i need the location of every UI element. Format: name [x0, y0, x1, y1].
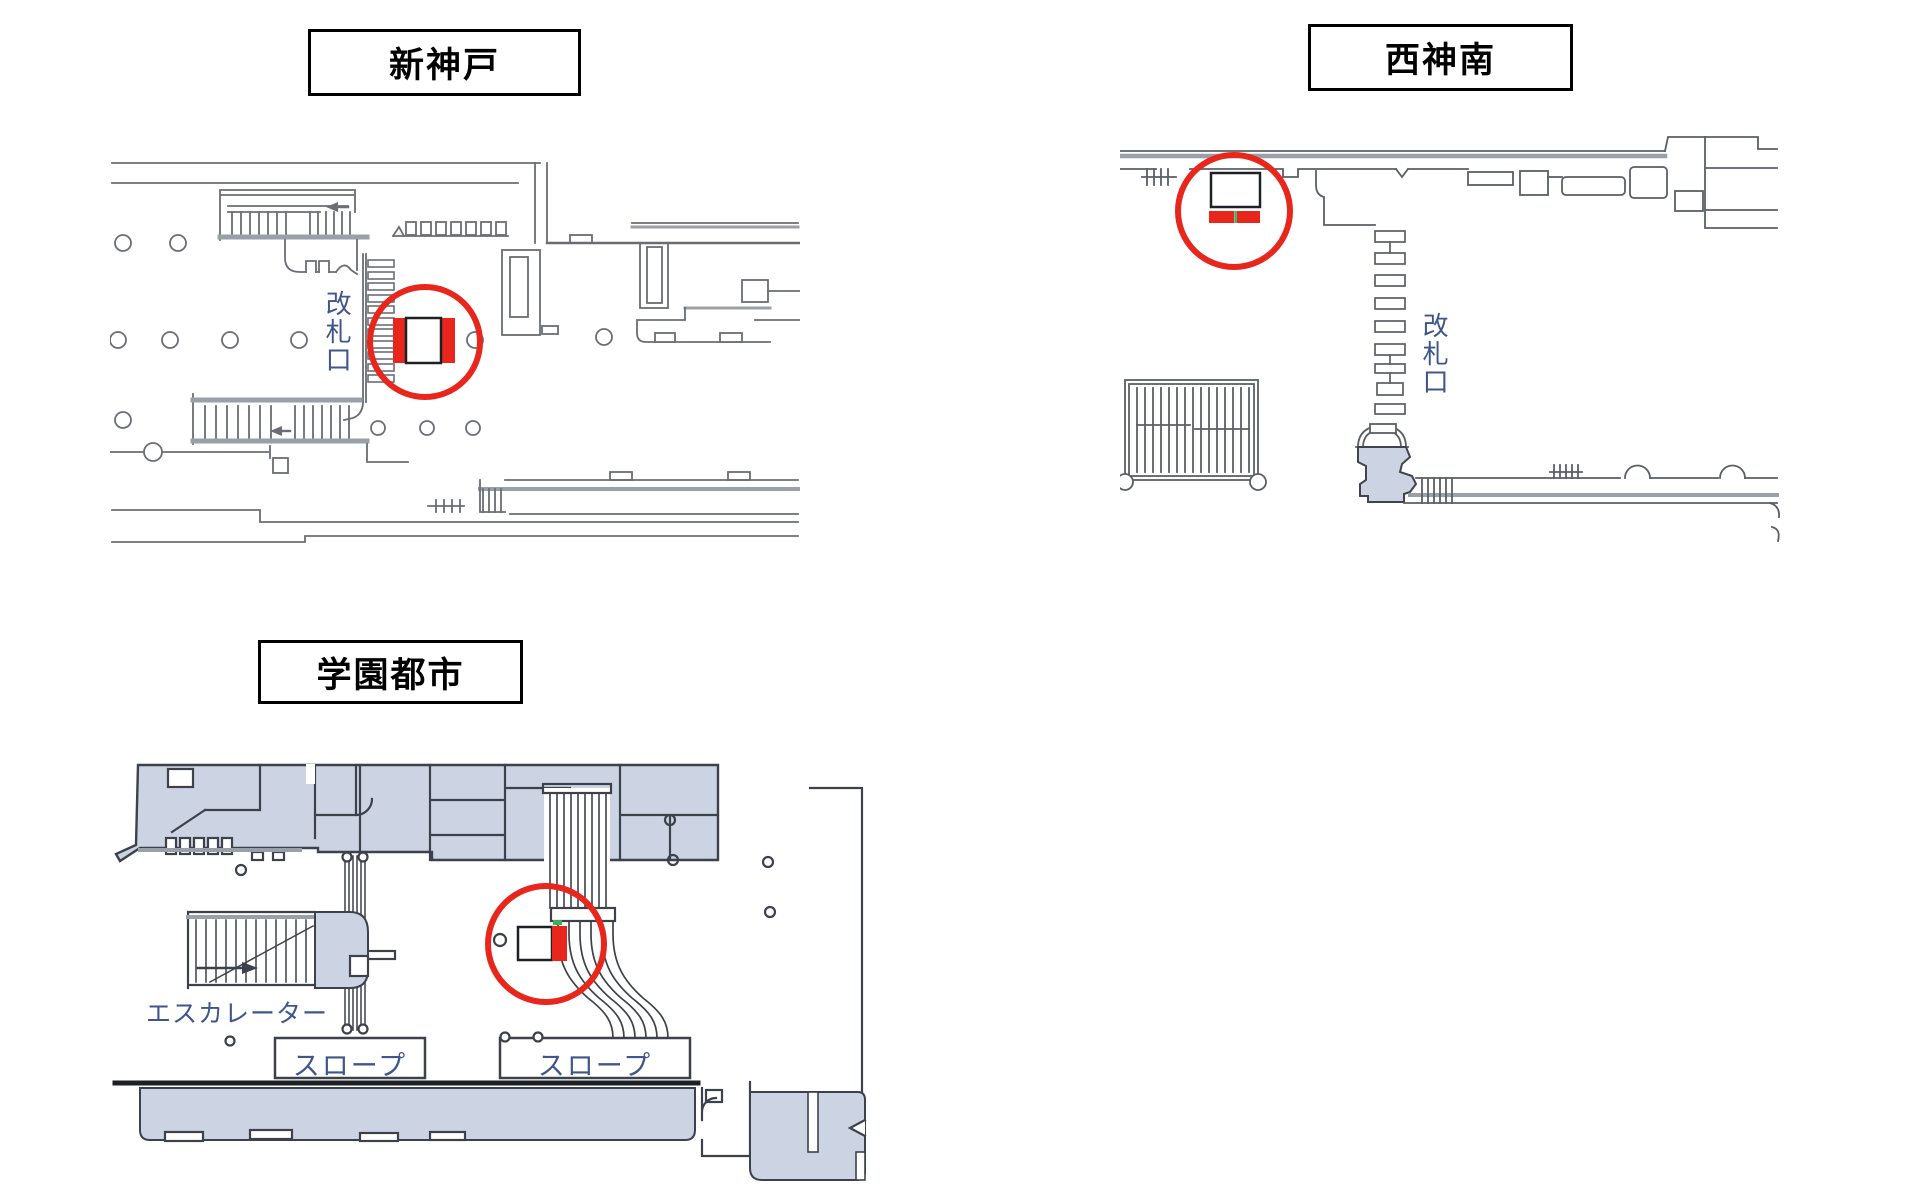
- lower-platform-left: [139, 1087, 696, 1141]
- ad-location-marker-seishin-minami: [1175, 152, 1293, 270]
- station-title-shin-kobe: 新神戸: [308, 29, 581, 96]
- slope-label-2: スロープ: [537, 1051, 653, 1081]
- slope-structure-1: [273, 1036, 427, 1080]
- sign-red-panel-left: [1209, 211, 1234, 223]
- floor-plan-seishin-minami: [1120, 136, 1780, 543]
- sign-left-red-bar: [393, 318, 406, 363]
- ad-location-marker-gakuen-toshi: [485, 883, 607, 1005]
- escalator-direction-arrow: [242, 962, 258, 974]
- station-title-gakuen-toshi: 学園都市: [258, 640, 523, 704]
- sign-red-bar: [552, 926, 567, 961]
- slope-structure-2: [498, 1036, 692, 1080]
- sign-red-panel-right: [1237, 211, 1260, 223]
- highlight-circle: [485, 883, 607, 1005]
- sign-board: [516, 925, 554, 962]
- sign-green-tick: [1234, 211, 1237, 223]
- gate-label-seishin-minami: 改札口: [1419, 312, 1450, 396]
- escalator-label: エスカレーター: [146, 1000, 329, 1028]
- gate-label-shin-kobe: 改札口: [322, 290, 353, 374]
- sign-board: [404, 316, 443, 365]
- upper-concourse-area: [114, 763, 720, 863]
- slope-label-1: スロープ: [292, 1051, 408, 1081]
- elevator-shape: [1357, 446, 1418, 503]
- highlight-circle: [367, 284, 483, 400]
- sign-right-red-bar: [441, 318, 455, 363]
- ad-location-marker-shin-kobe: [367, 284, 483, 400]
- sign-board: [1209, 171, 1262, 209]
- highlight-circle: [1175, 152, 1293, 270]
- floor-plan-shin-kobe: [110, 162, 800, 543]
- station-title-seishin-minami: 西神南: [1308, 24, 1573, 91]
- sign-green-tick: [553, 920, 562, 925]
- floor-plan-gakuen-toshi: [112, 763, 867, 1181]
